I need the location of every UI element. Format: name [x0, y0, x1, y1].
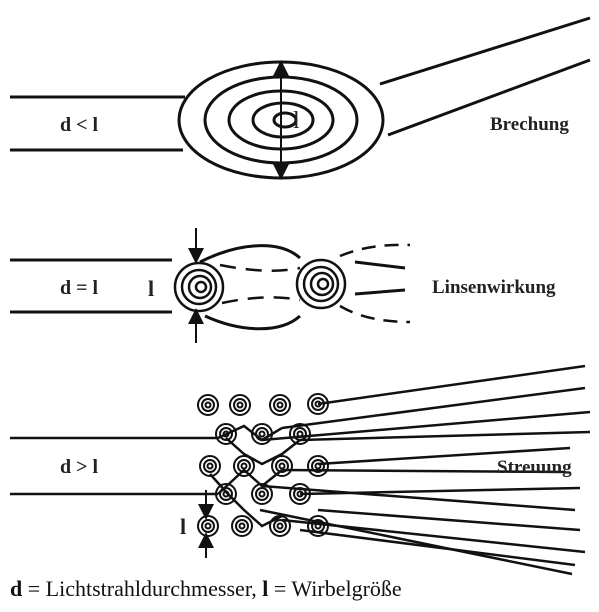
outgoing-beam-top — [379, 16, 591, 86]
vortex-size-label-brechung: l — [293, 108, 300, 134]
condition-label-linsenwirkung: d = l — [60, 277, 99, 299]
panel-brechung — [10, 16, 591, 180]
vortex-r3c2 — [233, 455, 255, 477]
lens-lower-arc — [204, 314, 302, 331]
vortex-r3c4 — [307, 455, 329, 477]
vortex-ring-4 — [251, 101, 315, 139]
vortex-r4c3 — [289, 483, 311, 505]
legend-caption: d = Lichtstrahldurchmesser, l = Wirbelgr… — [10, 576, 402, 602]
vortex-right — [295, 258, 347, 310]
vortex-r5c2 — [231, 515, 253, 537]
caption-l-symbol: l — [262, 576, 269, 601]
vortex-size-label-linsenwirkung: l — [148, 276, 154, 301]
caption-d-text: = Lichtstrahldurchmesser, — [22, 576, 263, 601]
vortex-r5c3 — [269, 515, 291, 537]
vortex-r1c1 — [197, 394, 219, 416]
condition-label-streuung: d > l — [60, 456, 99, 478]
vortex-core — [272, 111, 298, 129]
outgoing-beam-bottom — [354, 288, 406, 296]
vortex-r2c3 — [289, 423, 311, 445]
vortex-r4c1 — [215, 483, 237, 505]
effect-label-streuung: Streuung — [497, 457, 572, 478]
vortex-r1c4 — [307, 393, 329, 415]
caption-l-text: = Wirbelgröße — [268, 576, 402, 601]
vortex-r2c2 — [251, 423, 273, 445]
scattered-rays — [259, 364, 591, 576]
effect-label-brechung: Brechung — [490, 114, 569, 135]
focusing-dashed-top — [219, 263, 301, 272]
vortex-left — [173, 261, 225, 313]
vortex-grid — [197, 393, 329, 537]
vortex-r2c1 — [215, 423, 237, 445]
effect-label-linsenwirkung: Linsenwirkung — [432, 277, 556, 298]
panel-linsenwirkung — [10, 228, 411, 343]
vortex-r1c2 — [229, 394, 251, 416]
outgoing-dashed-top — [339, 243, 411, 258]
vortex-r5c4 — [307, 515, 329, 537]
caption-d-symbol: d — [10, 576, 23, 601]
focusing-dashed-bottom — [221, 296, 301, 305]
condition-label-brechung: d < l — [60, 114, 99, 136]
vortex-r5c1 — [197, 515, 219, 537]
vortex-r1c3 — [269, 394, 291, 416]
lens-upper-arc — [199, 244, 302, 264]
vortex-r3c1 — [199, 455, 221, 477]
vortex-r3c3 — [271, 455, 293, 477]
panel-streuung — [10, 364, 591, 576]
outgoing-beam-bottom — [387, 58, 591, 137]
vortex-size-label-streuung: l — [180, 514, 186, 539]
outgoing-dashed-bottom — [339, 304, 411, 324]
vortex-r4c2 — [251, 483, 273, 505]
outgoing-beam-top — [354, 260, 406, 270]
